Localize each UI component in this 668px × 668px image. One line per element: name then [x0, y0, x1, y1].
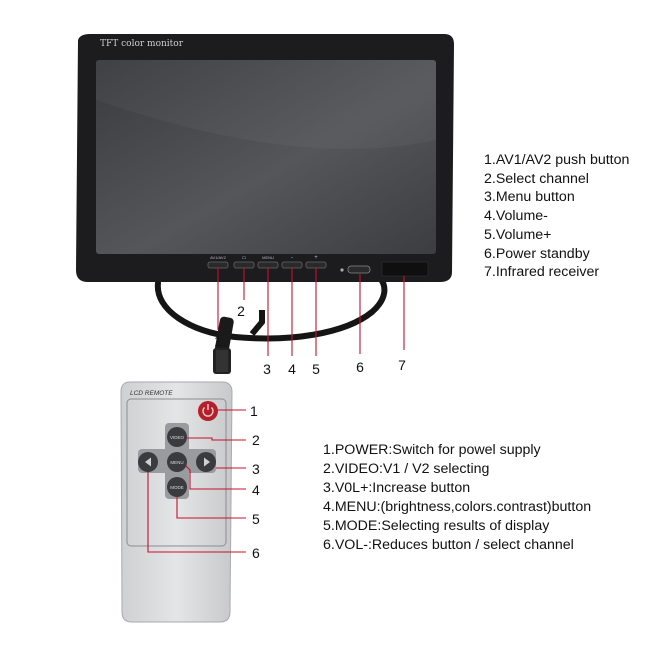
monitor-callout-lines: [217, 268, 405, 356]
monitor-callout-numbers: 1 2 3 4 5 6 7: [214, 303, 406, 377]
monitor-legend-item: 2.Select channel: [484, 170, 589, 187]
menu-button-label: MENU: [262, 255, 274, 260]
remote-legend-item: 3.V0L+:Increase button: [323, 479, 471, 496]
remote-callout-5: 5: [252, 511, 260, 527]
callout-2: 2: [237, 303, 245, 319]
right-arrow-icon: [204, 457, 210, 467]
left-arrow-icon: [145, 457, 151, 467]
mode-button[interactable]: [167, 477, 187, 497]
video-button-label: VIDEO: [170, 435, 185, 440]
callout-6: 6: [356, 359, 364, 375]
remote-buttons: VIDEO MENU MODE: [138, 401, 218, 499]
volume-down-button[interactable]: [281, 261, 303, 269]
minus-button-label: -: [291, 255, 293, 261]
monitor-legend-item: 5.Volume+: [484, 226, 552, 243]
menu-remote-button[interactable]: [167, 452, 187, 472]
monitor-legend-item: 3.Menu button: [484, 189, 575, 206]
power-icon: [202, 407, 214, 417]
av-button[interactable]: [207, 261, 229, 269]
video-button[interactable]: [167, 427, 187, 447]
select-button-label: ▭: [242, 255, 247, 261]
callout-5: 5: [312, 361, 320, 377]
remote-callout-3: 3: [252, 461, 260, 477]
callout-3: 3: [263, 361, 271, 377]
remote-legend-item: 2.VIDEO:V1 / V2 selecting: [323, 460, 490, 477]
remote-callout-numbers: 1 2 3 4 5 6: [250, 403, 260, 561]
remote-legend-item: 6.VOL-:Reduces button / select channel: [323, 536, 574, 553]
menu-button-label-remote: MENU: [170, 460, 183, 465]
remote-header-label: LCD REMOTE: [130, 390, 173, 397]
remote-legend-item: 4.MENU:(brightness,colors.contrast)butto…: [323, 498, 592, 515]
remote-legend: 1.POWER:Switch for powel supply 2.VIDEO:…: [323, 441, 591, 554]
remote-callout-lines: [147, 409, 246, 553]
callout-1: 1: [214, 333, 222, 349]
monitor-body: TFT color monitor: [76, 34, 454, 282]
remote-legend-item: 5.MODE:Selecting results of display: [323, 517, 550, 534]
callout-4: 4: [288, 361, 296, 377]
remote-callout-6: 6: [252, 545, 260, 561]
power-button[interactable]: [198, 401, 218, 421]
monitor-legend: 1.AV1/AV2 push button 2.Select channel 3…: [484, 151, 629, 282]
plus-button-label: +: [314, 255, 318, 261]
remote-callout-1: 1: [250, 403, 258, 419]
mode-button-label: MODE: [170, 485, 184, 490]
remote-legend-item: 1.POWER:Switch for powel supply: [323, 442, 541, 458]
infrared-receiver: [381, 261, 429, 277]
av-button-label: AV1/AV2: [210, 255, 226, 260]
power-standby-button[interactable]: [347, 265, 371, 274]
callout-7: 7: [398, 357, 406, 373]
monitor-screen: [96, 60, 436, 254]
remote-callout-2: 2: [252, 432, 260, 448]
monitor-legend-item: 4.Volume-: [484, 208, 548, 225]
monitor-cable: [154, 275, 388, 374]
menu-button[interactable]: [257, 261, 279, 269]
power-led-icon: [340, 268, 344, 272]
monitor-legend-item: 1.AV1/AV2 push button: [484, 152, 630, 168]
monitor-legend-item: 7.Infrared receiver: [484, 264, 600, 281]
monitor-brand-label: TFT color monitor: [100, 39, 184, 49]
remote-callout-4: 4: [252, 482, 260, 498]
select-channel-button[interactable]: [233, 261, 255, 269]
monitor-legend-item: 6.Power standby: [484, 245, 590, 262]
volume-up-button[interactable]: [305, 261, 327, 269]
